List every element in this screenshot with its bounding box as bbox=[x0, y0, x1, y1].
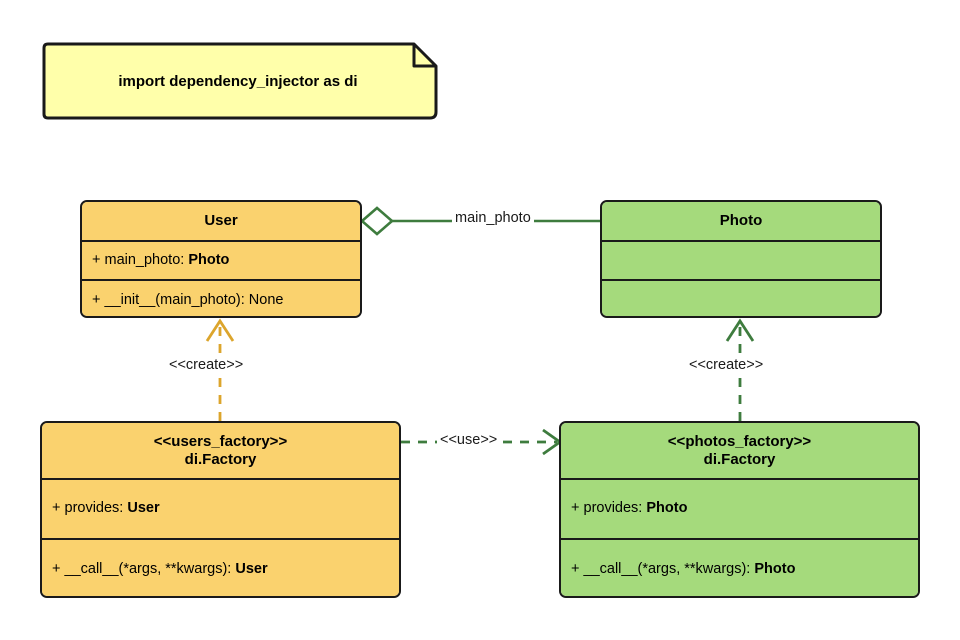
stereotype-photos-factory: <<photos_factory>> bbox=[667, 432, 812, 450]
class-attributes-users-factory: + provides: User bbox=[42, 480, 399, 540]
class-name-photos-factory: <<photos_factory>> di.Factory bbox=[561, 423, 918, 480]
class-methods-users-factory: + __call__(*args, **kwargs): User bbox=[42, 540, 399, 596]
note-folded-corner-icon bbox=[412, 44, 436, 68]
class-name-users-factory: <<users_factory>> di.Factory bbox=[42, 423, 399, 480]
stereotype-users-factory: <<users_factory>> bbox=[153, 432, 288, 450]
class-box-users-factory[interactable]: <<users_factory>> di.Factory + provides:… bbox=[40, 421, 401, 598]
aggregation-diamond bbox=[360, 206, 394, 236]
class-name-photo: Photo bbox=[602, 202, 880, 242]
class-box-photos-factory[interactable]: <<photos_factory>> di.Factory + provides… bbox=[559, 421, 920, 598]
method-row: + __call__(*args, **kwargs): User bbox=[52, 561, 268, 578]
method-row: + __call__(*args, **kwargs): Photo bbox=[571, 561, 796, 578]
class-name-user: User bbox=[82, 202, 360, 242]
class-attributes-photo bbox=[602, 242, 880, 281]
open-arrowhead-icon bbox=[725, 318, 755, 342]
open-arrowhead-icon bbox=[542, 428, 563, 456]
class-attributes-photos-factory: + provides: Photo bbox=[561, 480, 918, 540]
note-shape bbox=[42, 42, 438, 120]
note-import-statement: import dependency_injector as di bbox=[38, 42, 438, 120]
edge-label-use: <<use>> bbox=[437, 432, 501, 449]
attribute-row: + provides: User bbox=[52, 500, 160, 517]
attribute-row: + main_photo: Photo bbox=[92, 251, 230, 268]
attribute-row: + provides: Photo bbox=[571, 500, 688, 517]
class-attributes-user: + main_photo: Photo bbox=[82, 242, 360, 281]
class-box-user[interactable]: User + main_photo: Photo + __init__(main… bbox=[80, 200, 362, 318]
edge-label-create-photo: <<create>> bbox=[686, 357, 767, 374]
edge-label-main-photo: main_photo bbox=[452, 210, 534, 227]
open-arrowhead-icon bbox=[205, 318, 235, 342]
class-methods-photo bbox=[602, 281, 880, 316]
class-box-photo[interactable]: Photo bbox=[600, 200, 882, 318]
note-text: import dependency_injector as di bbox=[118, 72, 358, 90]
class-methods-photos-factory: + __call__(*args, **kwargs): Photo bbox=[561, 540, 918, 596]
edge-label-create-user: <<create>> bbox=[166, 357, 247, 374]
method-row: + __init__(main_photo): None bbox=[92, 291, 284, 308]
class-methods-user: + __init__(main_photo): None bbox=[82, 281, 360, 316]
